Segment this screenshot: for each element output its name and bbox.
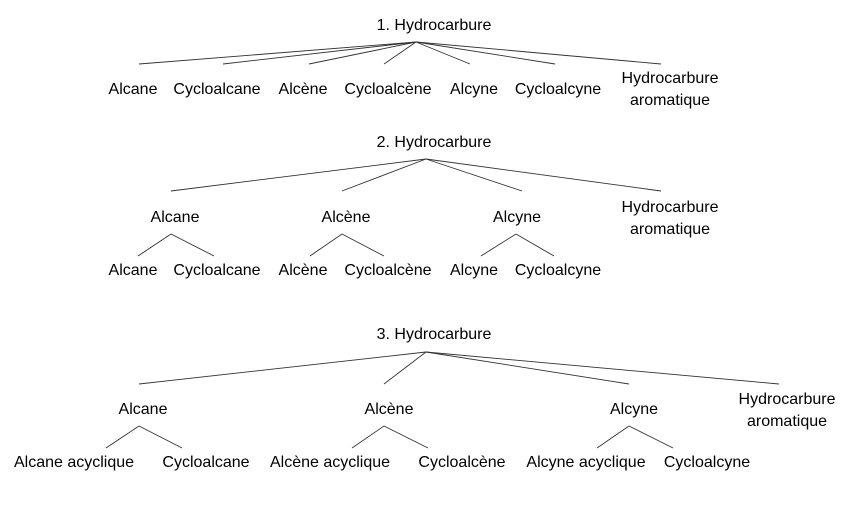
edge-line [425, 351, 630, 385]
edge-line [425, 158, 662, 192]
edge-line [341, 158, 427, 192]
tree3-leaf-cycloalcane: Cycloalcane [162, 454, 250, 471]
tree3-group-aromatique: Hydrocarbure aromatique [738, 391, 836, 430]
tree3-leaf-alcane-acyclique: Alcane acyclique [13, 454, 135, 471]
tree1-leaf-cycloalcyne: Cycloalcyne [514, 81, 602, 98]
edge-line [515, 233, 555, 257]
edge-line [415, 41, 471, 65]
edge-line [480, 233, 517, 257]
tree2-leaf-cycloalcane: Cycloalcane [173, 262, 261, 279]
tree2-leaf-cycloalcene: Cycloalcène [344, 262, 432, 279]
tree1-root: 1. Hydrocarbure [376, 17, 492, 34]
edge-line [105, 425, 140, 449]
edge-line [383, 41, 417, 65]
edge-line [138, 351, 427, 385]
tree2-leaf-alcane: Alcane [108, 262, 158, 279]
edge-line [138, 425, 183, 449]
tree3-group-alcane: Alcane [118, 401, 168, 418]
tree2-group-aromatique: Hydrocarbure aromatique [621, 199, 719, 238]
edge-line [628, 425, 674, 449]
tree1-leaf-alcyne: Alcyne [449, 81, 499, 98]
edge-line [170, 158, 427, 192]
tree3-leaf-alcyne-acyclique: Alcyne acyclique [526, 454, 646, 471]
tree3-leaf-alcene-acyclique: Alcène acyclique [269, 454, 391, 471]
edge-line [308, 41, 417, 65]
edge-line [415, 41, 662, 65]
tree1-leaf-alcene: Alcène [278, 81, 328, 98]
tree2-leaf-cycloalcyne: Cycloalcyne [514, 262, 602, 279]
tree2-leaf-alcyne: Alcyne [449, 262, 499, 279]
tree3-group-alcyne: Alcyne [609, 401, 659, 418]
edge-line [596, 425, 630, 449]
tree3-group-alcene: Alcène [364, 401, 414, 418]
tree1-leaf-cycloalcene: Cycloalcène [344, 81, 432, 98]
edge-line [170, 233, 215, 257]
edge-line [383, 351, 427, 385]
tree3-root: 3. Hydrocarbure [376, 326, 492, 343]
tree2-group-alcyne: Alcyne [492, 209, 542, 226]
edge-line [351, 425, 385, 449]
tree1-leaf-alcane: Alcane [108, 81, 158, 98]
edge-line [383, 425, 429, 449]
edge-line [341, 233, 385, 257]
edge-line [425, 158, 523, 192]
edge-line [415, 41, 556, 65]
tree1-leaf-cycloalcane: Cycloalcane [173, 81, 261, 98]
edge-line [138, 41, 417, 65]
tree3-leaf-cycloalcene: Cycloalcène [418, 454, 506, 471]
tree2-leaf-alcene: Alcène [278, 262, 328, 279]
tree3-leaf-cycloalcyne: Cycloalcyne [663, 454, 751, 471]
edge-line [309, 233, 343, 257]
edge-line [222, 41, 417, 65]
tree1-leaf-aromatique: Hydrocarbure aromatique [621, 70, 719, 109]
tree2-group-alcene: Alcène [321, 209, 371, 226]
edge-line [425, 351, 780, 385]
tree2-group-alcane: Alcane [150, 209, 200, 226]
edge-line [137, 233, 172, 257]
tree2-root: 2. Hydrocarbure [376, 134, 492, 151]
